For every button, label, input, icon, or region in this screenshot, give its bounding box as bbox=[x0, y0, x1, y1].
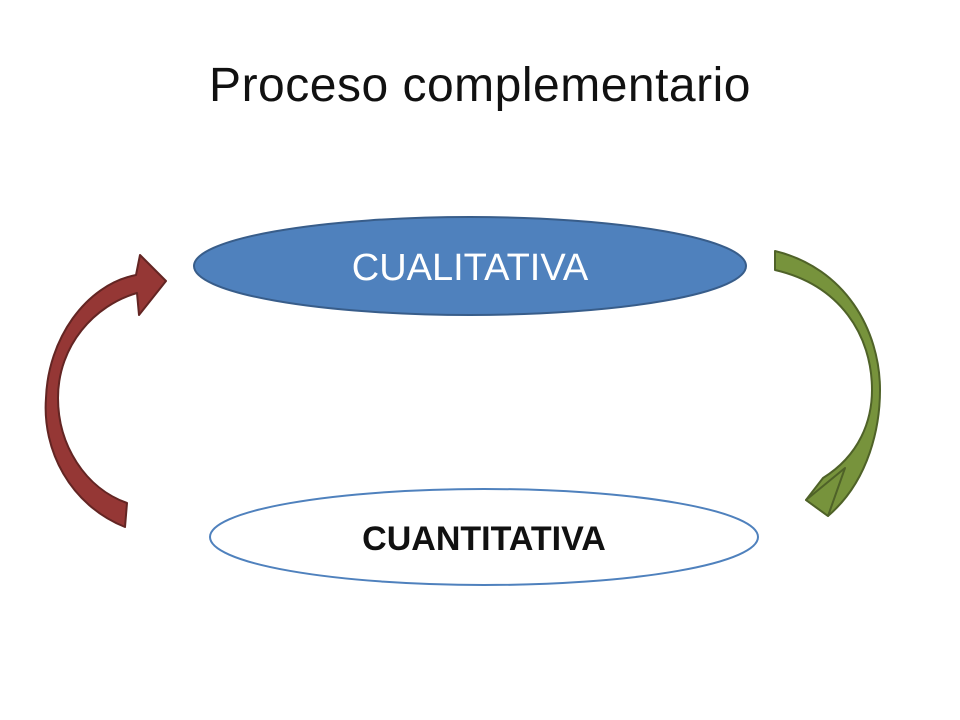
slide-title: Proceso complementario bbox=[209, 59, 751, 112]
curved-arrow-up-right-icon bbox=[44, 254, 167, 528]
node-cuantitativa-label: CUANTITATIVA bbox=[362, 520, 606, 558]
node-cualitativa-shape bbox=[193, 216, 747, 316]
node-cualitativa[interactable]: CUALITATIVA bbox=[193, 216, 747, 316]
node-cuantitativa-shape bbox=[209, 488, 759, 586]
curved-arrow-down-left-icon bbox=[774, 250, 881, 517]
right-arrow-shape bbox=[774, 250, 881, 517]
left-arrow-shape bbox=[44, 254, 167, 528]
node-cuantitativa[interactable]: CUANTITATIVA bbox=[209, 488, 759, 586]
right-arrow-head bbox=[805, 467, 846, 517]
node-cualitativa-label: CUALITATIVA bbox=[352, 247, 589, 289]
